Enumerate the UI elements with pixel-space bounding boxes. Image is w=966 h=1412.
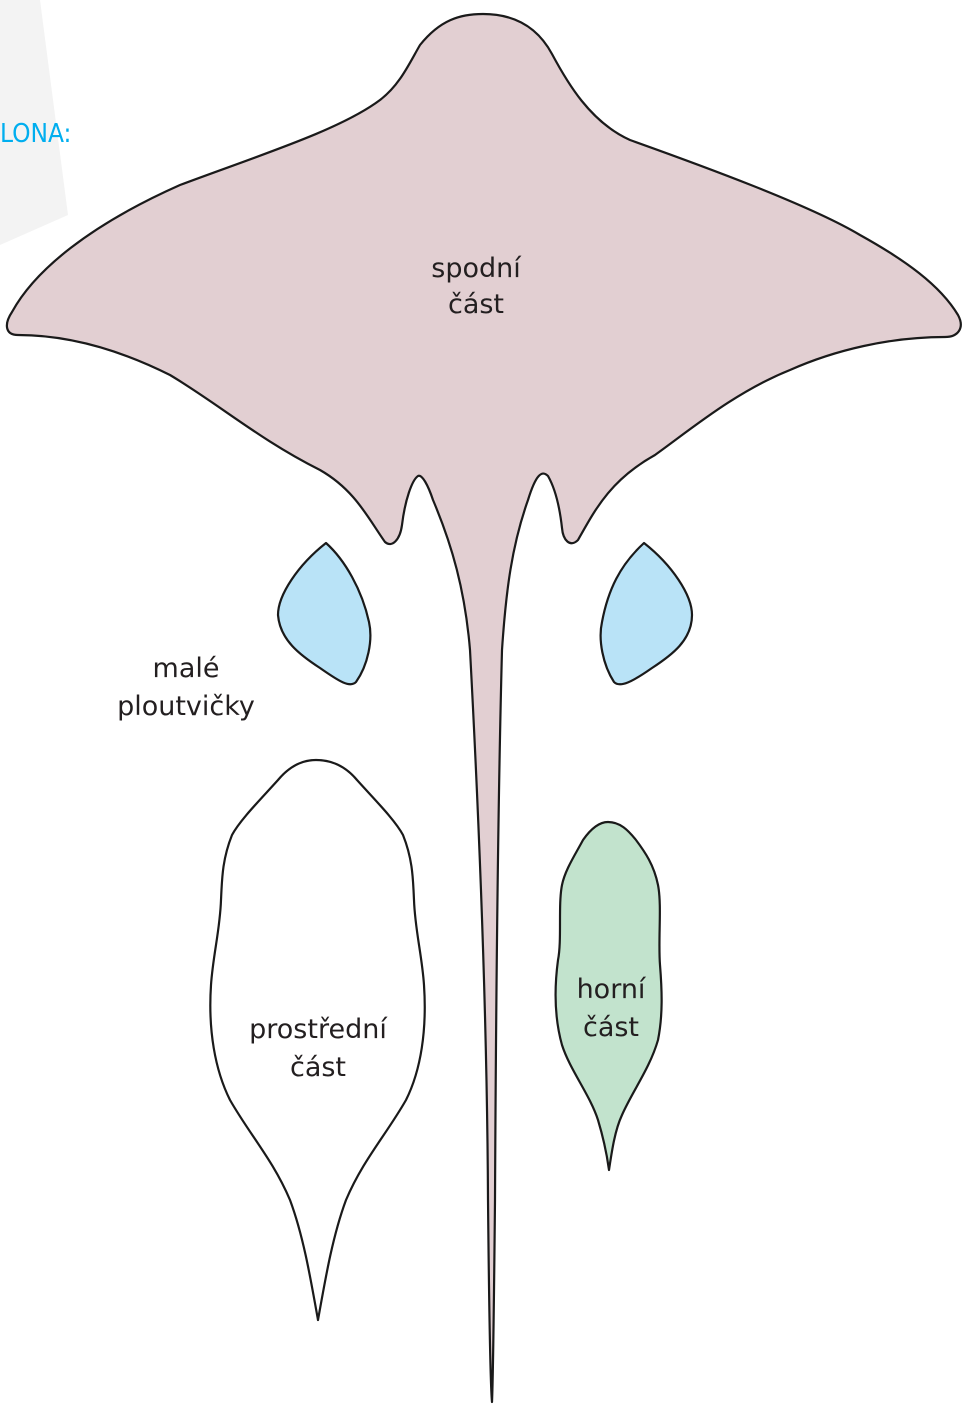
right-fin-shape: [601, 543, 692, 684]
bottom-part-label-line1: spodní: [431, 253, 522, 284]
top-part-label-line1: horní: [577, 974, 647, 1005]
fins-label-line1: malé: [153, 653, 220, 684]
left-fin-shape: [278, 543, 370, 684]
fins-label-line2: ploutvičky: [117, 691, 255, 722]
bottom-part-label-line2: část: [448, 289, 504, 320]
middle-part-label-line1: prostřední: [249, 1014, 388, 1045]
middle-part-label-line2: část: [290, 1052, 346, 1083]
template-header: LONA:: [0, 119, 71, 149]
top-part-label-line2: část: [583, 1012, 639, 1043]
